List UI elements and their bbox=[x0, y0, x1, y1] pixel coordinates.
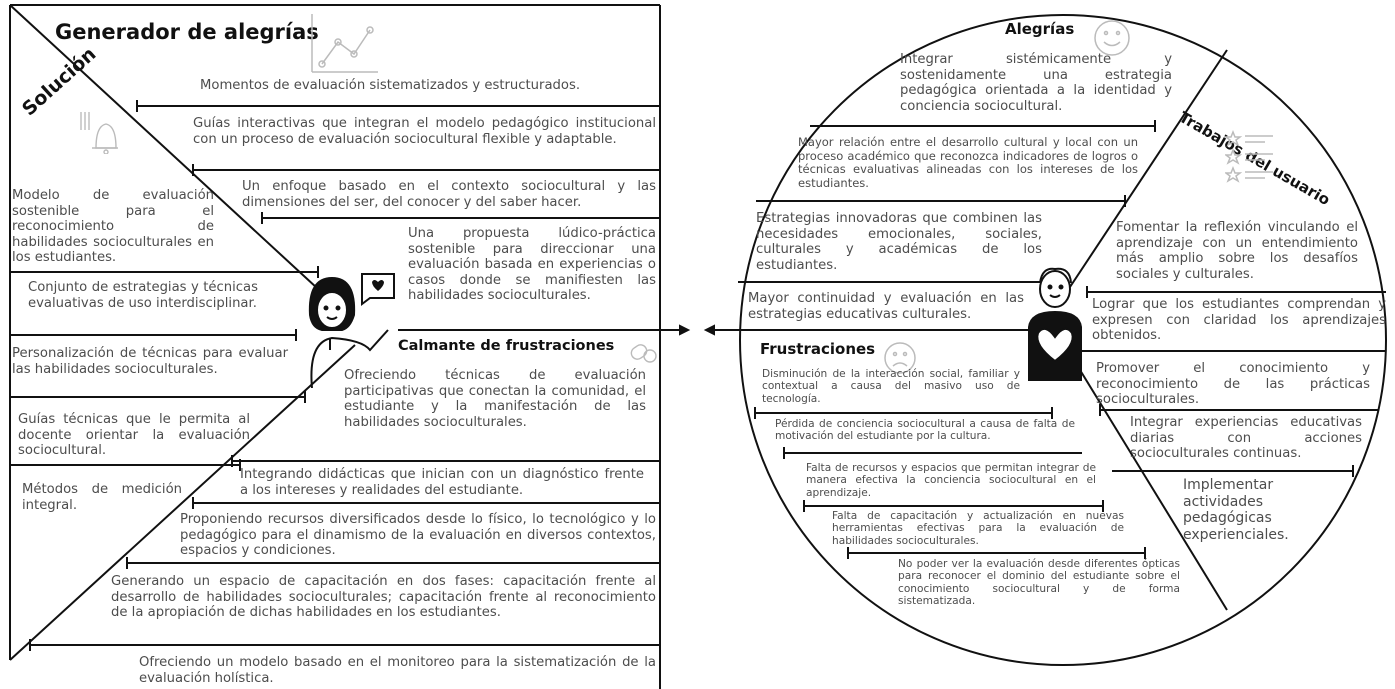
customer-job-5: Implementar actividades pedagógicas expe… bbox=[1183, 477, 1289, 543]
sad-icon bbox=[884, 342, 916, 374]
chart-icon bbox=[311, 14, 378, 73]
teacher-illustration bbox=[308, 273, 395, 388]
customer-job-4: Integrar experiencias educativas diarias… bbox=[1130, 415, 1362, 461]
gain-3: Estrategias innovadoras que combinen las… bbox=[756, 211, 1042, 273]
solution-item-2: Conjunto de estrategias y técnicas evalu… bbox=[28, 280, 258, 311]
pain-reliever-5: Ofreciendo un modelo basado en el monito… bbox=[139, 655, 656, 686]
solution-item-1: Modelo de evaluación sostenible para el … bbox=[12, 188, 214, 265]
customer-job-3: Promover el conocimiento y reconocimient… bbox=[1096, 361, 1370, 407]
gains-title: Alegrías bbox=[1005, 20, 1075, 38]
gain-4: Mayor continuidad y evaluación en las es… bbox=[748, 291, 1024, 322]
pill-icon bbox=[630, 344, 657, 363]
pain-4: Falta de capacitación y actualización en… bbox=[832, 510, 1124, 547]
solution-item-3: Personalización de técnicas para evaluar… bbox=[12, 346, 288, 377]
pain-5: No poder ver la evaluación desde diferen… bbox=[898, 558, 1180, 608]
smile-icon bbox=[1094, 20, 1130, 56]
pain-1: Disminución de la interacción social, fa… bbox=[762, 368, 1020, 405]
gain-1: Integrar sistémicamente y sostenidamente… bbox=[900, 52, 1172, 114]
star-list-icon bbox=[1225, 130, 1273, 183]
customer-job-1: Fomentar la reflexión vinculando el apre… bbox=[1116, 220, 1358, 282]
pain-3: Falta de recursos y espacios que permita… bbox=[806, 462, 1096, 499]
pain-2: Pérdida de conciencia sociocultural a ca… bbox=[775, 418, 1075, 443]
pain-reliever-3: Proponiendo recursos diversificados desd… bbox=[180, 512, 656, 558]
student-illustration bbox=[1028, 267, 1082, 381]
pain-reliever-4: Generando un espacio de capacitación en … bbox=[111, 574, 656, 620]
pain-reliever-1: Ofreciendo técnicas de evaluación partic… bbox=[344, 368, 646, 430]
gain-creators-title: Generador de alegrías bbox=[55, 20, 319, 44]
gain-creator-4: Una propuesta lúdico-práctica sostenible… bbox=[408, 226, 656, 303]
pain-reliever-2: Integrando didácticas que inician con un… bbox=[240, 467, 644, 498]
pains-title: Frustraciones bbox=[760, 340, 876, 358]
gain-creator-1: Momentos de evaluación sistematizados y … bbox=[200, 78, 581, 93]
gain-2: Mayor relación entre el desarrollo cultu… bbox=[798, 135, 1138, 190]
solution-item-5: Métodos de medición integral. bbox=[22, 482, 182, 513]
gain-creator-3: Un enfoque basado en el contexto sociocu… bbox=[242, 179, 656, 210]
solution-item-4: Guías técnicas que le permita al docente… bbox=[18, 412, 250, 458]
customer-job-2: Lograr que los estudiantes comprendan y … bbox=[1092, 297, 1386, 343]
bell-icon bbox=[80, 112, 118, 154]
pain-relievers-title: Calmante de frustraciones bbox=[398, 338, 615, 354]
gain-creator-2: Guías interactivas que integran el model… bbox=[193, 116, 656, 147]
